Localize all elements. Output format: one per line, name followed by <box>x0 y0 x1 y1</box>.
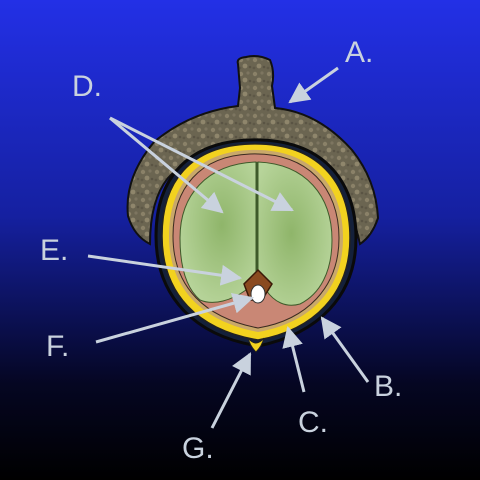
arrow-b <box>320 316 370 383</box>
label-e: E. <box>40 234 68 267</box>
arrow-c <box>282 325 306 393</box>
arrow-g <box>210 352 252 429</box>
label-c: C. <box>298 406 328 439</box>
label-g: G. <box>182 432 214 465</box>
acorn-tip <box>247 337 265 353</box>
label-d: D. <box>72 70 102 103</box>
arrow-f <box>95 293 255 344</box>
label-b: B. <box>374 370 402 403</box>
pointer-arrows <box>87 66 370 429</box>
arrow-a <box>288 66 339 104</box>
label-a: A. <box>345 36 373 69</box>
arrow-d-1 <box>109 116 224 214</box>
label-f: F. <box>46 330 69 363</box>
arrow-e <box>87 254 243 286</box>
arrow-d-2 <box>109 116 294 212</box>
radicle <box>250 284 266 304</box>
